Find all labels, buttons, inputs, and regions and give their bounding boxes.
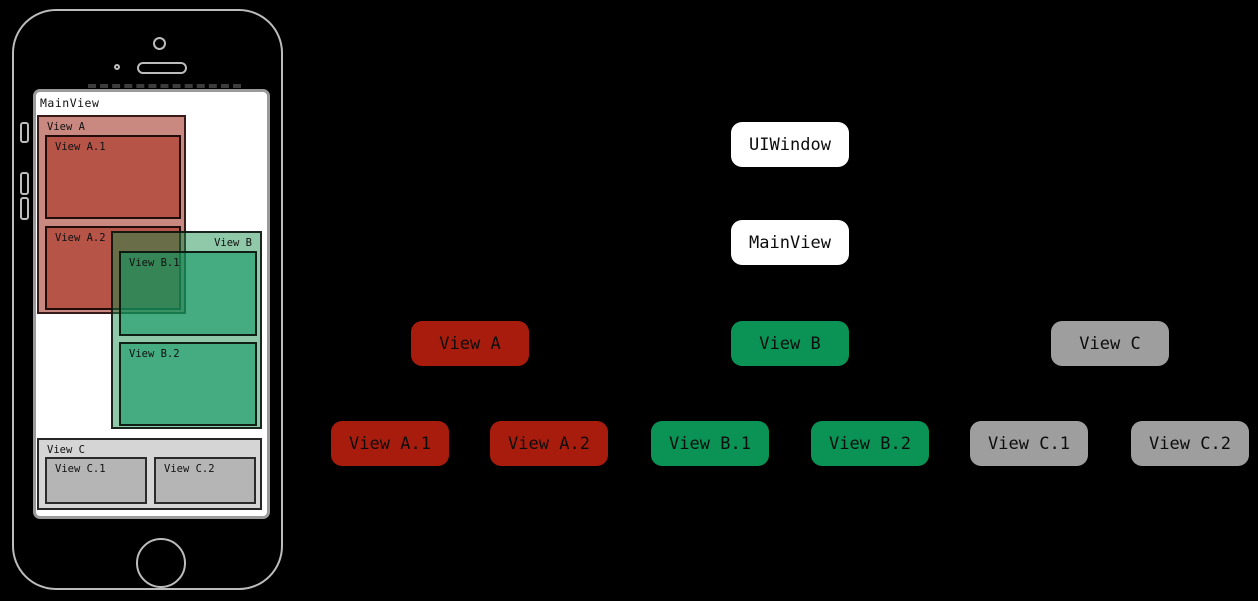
tree-node-mainview: MainView — [731, 220, 849, 265]
tree-node-view-c: View C — [1051, 321, 1169, 366]
view-a2-label: View A.2 — [55, 232, 106, 244]
tree-node-view-a1: View A.1 — [331, 421, 449, 466]
tree-node-view-c2: View C.2 — [1131, 421, 1249, 466]
tree-node-view-b2: View B.2 — [811, 421, 929, 466]
view-c2-label: View C.2 — [164, 463, 215, 475]
mute-switch — [20, 122, 29, 143]
front-camera-icon — [153, 37, 166, 50]
screen-top-dashes — [88, 84, 241, 88]
tree-node-view-b: View B — [731, 321, 849, 366]
view-c2-region: View C.2 — [154, 457, 256, 504]
mainview-label: MainView — [40, 96, 100, 110]
view-c-region: View C View C.1 View C.2 — [37, 438, 262, 510]
view-a-region: View A View A.1 View A.2 — [37, 115, 186, 314]
sensor-dot-icon — [114, 64, 120, 70]
tree-node-uiwindow: UIWindow — [731, 122, 849, 167]
view-c1-region: View C.1 — [45, 457, 147, 504]
earpiece-speaker-icon — [137, 62, 187, 74]
tree-node-view-b1: View B.1 — [651, 421, 769, 466]
view-b-region: View B View B.1 View B.2 — [111, 231, 262, 429]
volume-down-button — [20, 197, 29, 220]
view-a-label: View A — [47, 121, 85, 133]
iphone-frame: MainView View A View A.1 View A.2 View B… — [12, 9, 283, 590]
view-c1-label: View C.1 — [55, 463, 106, 475]
view-b2-region: View B.2 — [119, 342, 257, 426]
tree-node-view-a2: View A.2 — [490, 421, 608, 466]
home-button — [136, 538, 186, 588]
view-b-label: View B — [214, 237, 252, 249]
phone-screen-mainview: MainView View A View A.1 View A.2 View B… — [33, 89, 270, 519]
view-b1-region: View B.1 — [119, 251, 257, 336]
view-c-label: View C — [47, 444, 85, 456]
view-b2-label: View B.2 — [129, 348, 180, 360]
view-b1-label: View B.1 — [129, 257, 180, 269]
view-a1-region: View A.1 — [45, 135, 181, 219]
volume-up-button — [20, 172, 29, 195]
view-a1-label: View A.1 — [55, 141, 106, 153]
tree-node-view-a: View A — [411, 321, 529, 366]
tree-node-view-c1: View C.1 — [970, 421, 1088, 466]
